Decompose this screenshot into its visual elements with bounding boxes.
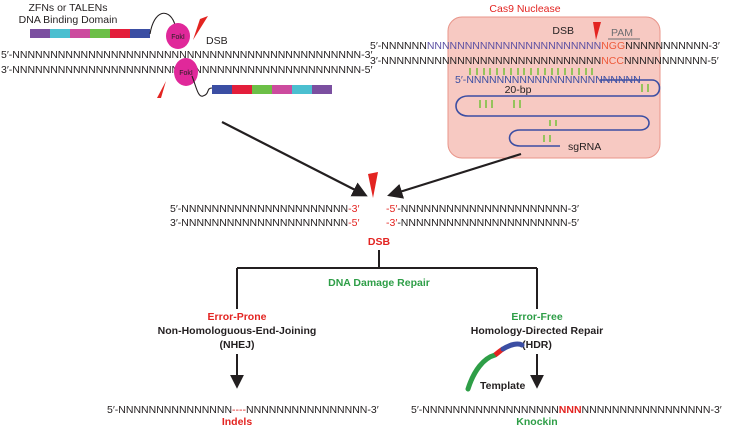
break-bottom-left-strand: 3′-NNNNNNNNNNNNNNNNNNNNNN-5′ xyxy=(170,217,359,229)
nhej-result-label: Indels xyxy=(222,416,253,427)
repair-tree: DNA Damage Repair xyxy=(236,250,538,316)
sgrna-tail xyxy=(508,129,560,147)
binding-domain-segment xyxy=(212,85,232,94)
dsb-cut-marker-bottom xyxy=(157,81,166,98)
zfn-top-strand: 5′-NNNNNNNNNNNNNNNNNNNNNNNNNNNNNNNNNNNNN… xyxy=(1,49,372,61)
binding-domain-segment xyxy=(50,29,70,38)
dna-binding-domain-bottom xyxy=(212,85,332,94)
cas9-bottom-strand: 3′-NNNNNNNNNNNNNNNNNNNNNNNNNNNNNNCCNNNNN… xyxy=(370,55,719,67)
binding-domain-segment xyxy=(30,29,50,38)
zfn-title-line2: DNA Binding Domain xyxy=(19,14,118,26)
binding-domain-segment xyxy=(252,85,272,94)
nhej-type: Error-Prone xyxy=(208,311,267,323)
binding-domain-segment xyxy=(292,85,312,94)
base-pairing-marks xyxy=(469,68,593,75)
nhej-branch: Error-Prone Non-Homologuous-End-Joining … xyxy=(107,309,379,427)
binding-domain-segment xyxy=(312,85,332,94)
binding-domain-segment xyxy=(90,29,110,38)
foki-top xyxy=(166,23,190,49)
zfn-panel: ZFNs or TALENs DNA Binding Domain FokI D… xyxy=(1,2,372,98)
break-top-left-strand: 5′-NNNNNNNNNNNNNNNNNNNNNN-3′ xyxy=(170,203,359,215)
hdr-abbr: (HDR) xyxy=(522,339,552,351)
sgrna-spacer-sequence: 5′-NNNNNNNNNNNNNNNNNNNNNNN xyxy=(455,74,641,86)
linker-bottom xyxy=(191,75,213,97)
binding-domain-segment xyxy=(70,29,90,38)
nhej-type-bg xyxy=(200,309,274,322)
break-dsb-label: DSB xyxy=(368,236,391,248)
foki-bottom-label: FokI xyxy=(179,70,193,77)
template-strand-green xyxy=(465,352,498,392)
cas9-panel: Cas9 Nuclease DSB PAM 5′-NNNNNNNNNNNNNNN… xyxy=(370,3,720,159)
binding-domain-segment xyxy=(272,85,292,94)
double-strand-break: 5′-NNNNNNNNNNNNNNNNNNNNNN-3′ -5′-NNNNNNN… xyxy=(170,172,579,248)
20bp-label: 20-bp xyxy=(505,84,532,96)
cas9-dsb-marker xyxy=(593,22,601,40)
nhej-result-sequence: 5′-NNNNNNNNNNNNNNN----NNNNNNNNNNNNNNNN-3… xyxy=(107,404,379,416)
template-strand-blue xyxy=(500,341,525,352)
dna-binding-domain-top xyxy=(30,29,150,38)
nhej-abbr: (NHEJ) xyxy=(219,339,254,351)
pam-label: PAM xyxy=(611,27,633,39)
sgrna-scaffold xyxy=(455,79,661,131)
sgrna-label: sgRNA xyxy=(568,141,601,153)
binding-domain-segment xyxy=(130,29,150,38)
template-label: Template xyxy=(480,380,525,392)
repair-title-bg xyxy=(323,275,435,289)
arrow-from-cas9 xyxy=(387,152,522,199)
break-dsb-marker xyxy=(368,172,378,198)
dsb-cut-marker-top xyxy=(193,16,208,40)
nhej-name: Non-Homologuous-End-Joining xyxy=(158,325,317,337)
binding-domain-segment xyxy=(110,29,130,38)
hdr-result-label: Knockin xyxy=(516,416,557,427)
foki-top-label: FokI xyxy=(171,34,185,41)
cas9-title: Cas9 Nuclease xyxy=(489,3,560,15)
sgrna-hairpin-marks xyxy=(479,84,649,142)
hdr-type-bg xyxy=(505,309,569,322)
zfn-title-line1: ZFNs or TALENs xyxy=(29,2,108,14)
repair-title: DNA Damage Repair xyxy=(328,277,430,289)
zfn-dsb-label: DSB xyxy=(206,35,228,47)
foki-bottom xyxy=(174,58,198,86)
break-top-right-strand: -5′-NNNNNNNNNNNNNNNNNNNNNN-3′ xyxy=(386,203,579,215)
hdr-branch: Error-Free Homology-Directed Repair (HDR… xyxy=(411,309,722,427)
binding-domain-segment xyxy=(232,85,252,94)
hdr-type: Error-Free xyxy=(511,311,563,323)
cas9-dsb-label: DSB xyxy=(552,25,574,37)
arrow-from-zfn xyxy=(221,121,368,197)
hdr-result-sequence: 5′-NNNNNNNNNNNNNNNNNNNNNNNNNNNNNNNNNNNNN… xyxy=(411,404,722,416)
break-bottom-right-strand: -3′-NNNNNNNNNNNNNNNNNNNNNN-5′ xyxy=(386,217,579,229)
cas9-top-strand: 5′-NNNNNNNNNNNNNNNNNNNNNNNNNNNNNNGGNNNNN… xyxy=(370,40,720,52)
hdr-name: Homology-Directed Repair xyxy=(471,325,603,337)
